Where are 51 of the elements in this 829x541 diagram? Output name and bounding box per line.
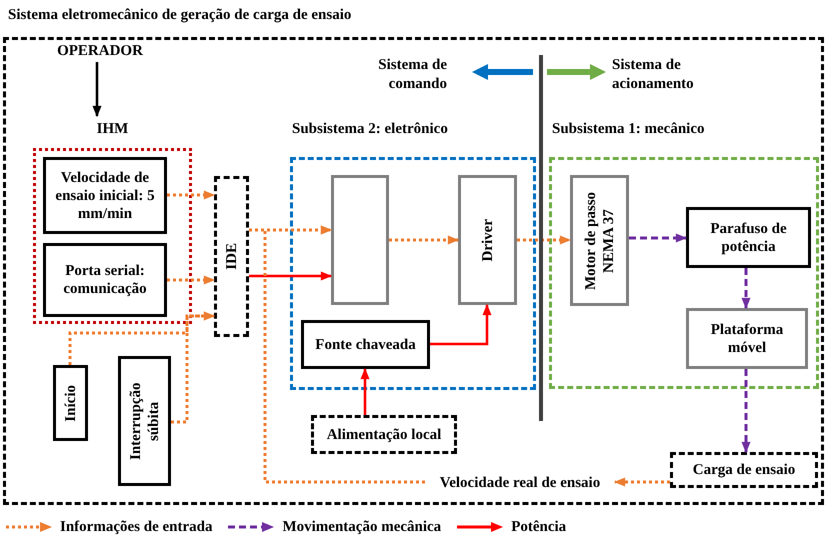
screw-box — [686, 207, 811, 268]
node-text: Início — [62, 384, 80, 422]
node-text: OPERADOR — [57, 42, 143, 60]
motor-box — [570, 175, 629, 306]
node-text: Velocidade real de ensaio — [440, 474, 600, 492]
system-label: Sistema de comando — [377, 56, 447, 94]
node-text: Motor de passo NEMA 37 — [582, 190, 618, 292]
software-box — [214, 176, 249, 337]
arrow — [167, 276, 216, 284]
node-text: Parafuso de potência — [709, 220, 788, 256]
arrow — [389, 236, 460, 244]
arrow — [264, 226, 425, 484]
driver-box — [458, 175, 517, 305]
arrow — [167, 190, 216, 200]
node-text: Porta serial: comunicação — [62, 262, 148, 298]
button-box — [118, 356, 171, 486]
legend-text: Informações de entrada — [60, 518, 212, 537]
arrow — [742, 369, 750, 454]
arrow — [629, 234, 688, 242]
arrow — [68, 312, 216, 365]
system-label: Sistema de acionamento — [612, 56, 695, 94]
arrow — [249, 272, 332, 280]
input-box — [43, 157, 167, 234]
arrow — [742, 268, 750, 310]
node-text: Fonte chaveada — [315, 336, 416, 354]
arrow — [360, 368, 370, 415]
power-source-box — [311, 415, 457, 454]
group-heading: IHM — [96, 120, 130, 139]
power-supply-box — [301, 320, 430, 369]
node-text: Velocidade de ensaio inicial: 5 mm/min — [54, 168, 156, 222]
arrow — [92, 62, 102, 118]
load-box — [670, 452, 818, 488]
group-heading: Subsistema 2: eletrônico — [292, 120, 448, 139]
node-text: Interrupção súbita — [126, 381, 162, 462]
legend-text: Potência — [511, 518, 566, 537]
node-text: Driver — [478, 218, 496, 262]
arrow — [171, 312, 216, 424]
arrow — [430, 304, 492, 346]
node-text: Plataforma móvel — [710, 320, 784, 356]
group-heading: Subsistema 1: mecânico — [552, 120, 704, 139]
arrow — [517, 236, 572, 244]
legend-text: Movimentação mecânica — [282, 518, 442, 537]
input-box — [43, 243, 167, 317]
button-box — [53, 365, 88, 441]
platform-box — [686, 308, 808, 369]
node-text: IDE — [222, 243, 240, 270]
group-heading: Sistema eletromecânico de geração de carga de ensaio — [8, 6, 352, 25]
node-text: Alimentação local — [326, 426, 442, 444]
arrow — [614, 478, 670, 486]
node-text: Carga de ensaio — [692, 461, 796, 479]
controller-box — [331, 175, 389, 305]
